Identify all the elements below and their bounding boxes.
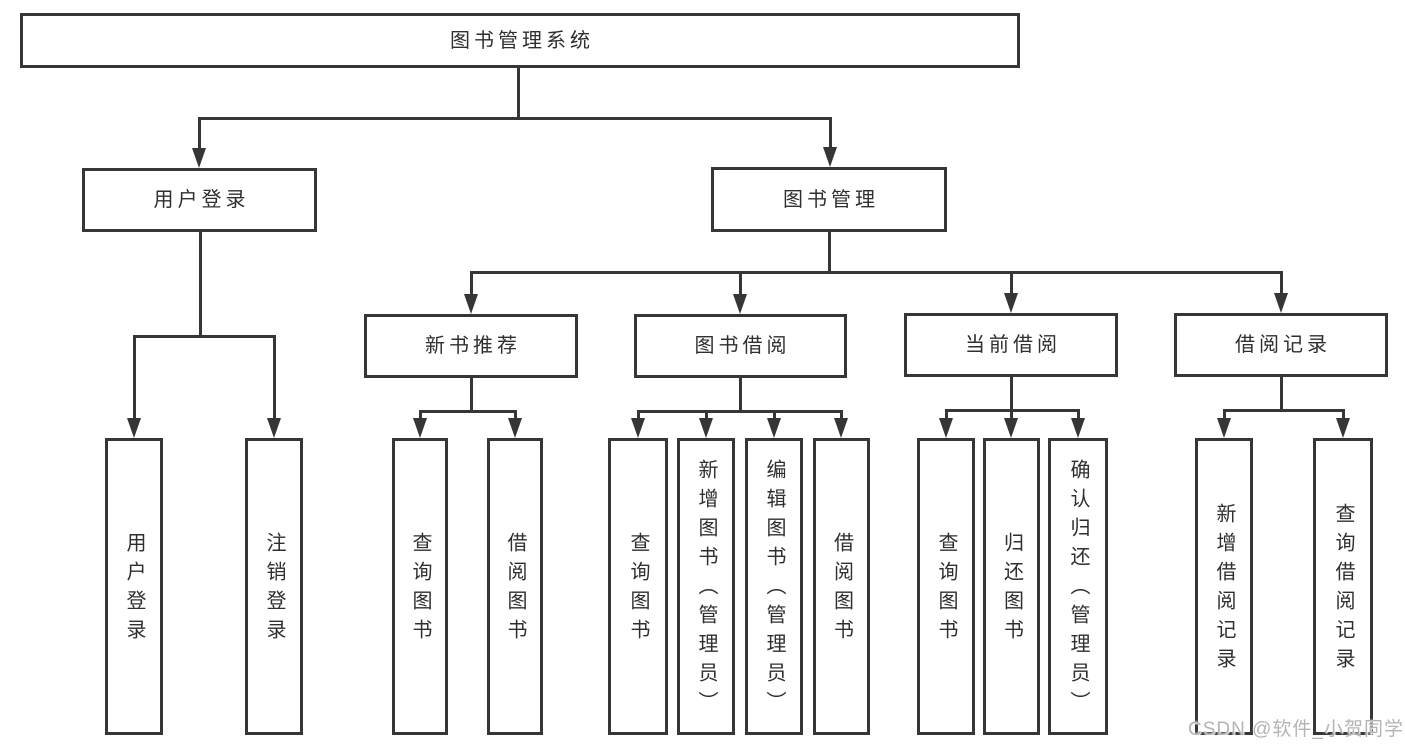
edge-arrow-stem-book-mgmt-1 bbox=[738, 272, 742, 296]
edge-stem-borrow-record bbox=[1279, 377, 1283, 412]
arrowhead-icon-new-book-rec-0 bbox=[412, 418, 427, 438]
leaf-logout: 注销登录 bbox=[245, 438, 303, 735]
arrowhead-icon-book-mgmt-0 bbox=[463, 294, 478, 314]
edge-stem-book-mgmt bbox=[827, 232, 831, 274]
edge-bar-book-borrow bbox=[636, 409, 843, 413]
edge-arrow-stem-book-borrow-1 bbox=[704, 411, 708, 420]
edge-arrow-stem-book-borrow-2 bbox=[772, 411, 776, 420]
leaf-user-login: 用户登录 bbox=[105, 438, 163, 735]
node-label: 借阅图书 bbox=[830, 531, 853, 648]
arrowhead-icon-user-login-0 bbox=[126, 418, 141, 438]
node-label: 当前借阅 bbox=[965, 334, 1061, 356]
node-current-borrowing: 当前借阅 bbox=[904, 313, 1118, 377]
node-label: 查询借阅记录 bbox=[1332, 502, 1354, 677]
arrowhead-icon-current-borrow-2 bbox=[1070, 418, 1085, 438]
node-label: 用户登录 bbox=[123, 531, 145, 648]
edge-stem-user-login bbox=[198, 232, 202, 338]
node-label: 查询图书 bbox=[409, 531, 431, 648]
edge-stem-root bbox=[516, 68, 520, 120]
node-book-management: 图书管理 bbox=[711, 167, 947, 232]
edge-arrow-stem-user-login-0 bbox=[132, 336, 136, 420]
edge-arrow-stem-current-borrow-2 bbox=[1076, 410, 1080, 420]
edge-arrow-stem-current-borrow-0 bbox=[944, 410, 948, 420]
edge-arrow-stem-book-mgmt-3 bbox=[1279, 272, 1283, 295]
edge-bar-root bbox=[197, 116, 832, 120]
leaf-add-borrow-record: 新增借阅记录 bbox=[1195, 438, 1253, 735]
node-label: 新书推荐 bbox=[425, 335, 521, 357]
arrowhead-icon-book-borrow-1 bbox=[698, 418, 713, 438]
arrowhead-icon-borrow-record-0 bbox=[1216, 418, 1231, 438]
edge-bar-book-mgmt bbox=[469, 270, 1283, 274]
node-label: 图书管理 bbox=[783, 188, 879, 211]
node-label: 新增图书（管理员） bbox=[695, 459, 717, 720]
arrowhead-icon-book-mgmt-3 bbox=[1273, 293, 1288, 313]
edge-stem-current-borrow bbox=[1009, 377, 1013, 412]
arrowhead-icon-current-borrow-0 bbox=[938, 418, 953, 438]
node-label: 图书借阅 bbox=[694, 335, 791, 357]
leaf-confirm-return-admin: 确认归还（管理员） bbox=[1048, 438, 1108, 735]
node-label: 新增借阅记录 bbox=[1213, 502, 1235, 677]
edge-arrow-stem-root-1 bbox=[828, 118, 832, 149]
leaf-query-borrow-record: 查询借阅记录 bbox=[1313, 438, 1373, 735]
arrowhead-icon-root-0 bbox=[191, 148, 206, 168]
node-label: 注销登录 bbox=[263, 531, 285, 648]
arrowhead-icon-book-mgmt-2 bbox=[1003, 293, 1018, 313]
node-borrow-records: 借阅记录 bbox=[1174, 313, 1388, 377]
edge-arrow-stem-current-borrow-1 bbox=[1009, 410, 1013, 420]
edge-bar-user-login bbox=[132, 334, 276, 338]
watermark: CSDN @软件_小贺同学 bbox=[1188, 719, 1404, 740]
node-label: 编辑图书（管理员） bbox=[763, 459, 785, 720]
node-user-login: 用户登录 bbox=[82, 168, 317, 232]
edge-bar-borrow-record bbox=[1222, 408, 1345, 412]
edge-arrow-stem-root-0 bbox=[197, 118, 201, 150]
edge-bar-new-book-rec bbox=[418, 409, 517, 413]
node-label: 确认归还（管理员） bbox=[1067, 459, 1089, 720]
leaf-return-books: 归还图书 bbox=[983, 438, 1040, 735]
arrowhead-icon-borrow-record-1 bbox=[1335, 418, 1350, 438]
leaf-borrow-books-recommend: 借阅图书 bbox=[487, 438, 543, 735]
arrowhead-icon-book-mgmt-1 bbox=[732, 294, 747, 314]
leaf-borrow-books: 借阅图书 bbox=[813, 438, 870, 735]
edge-arrow-stem-borrow-record-0 bbox=[1222, 410, 1226, 420]
edge-arrow-stem-new-book-rec-0 bbox=[418, 411, 422, 420]
edge-arrow-stem-book-borrow-0 bbox=[636, 411, 640, 420]
edge-arrow-stem-book-borrow-3 bbox=[839, 411, 843, 420]
edge-arrow-stem-new-book-rec-1 bbox=[513, 411, 517, 420]
node-label: 借阅记录 bbox=[1235, 334, 1331, 356]
node-label: 查询图书 bbox=[935, 531, 957, 648]
node-label: 查询图书 bbox=[627, 531, 649, 648]
node-label: 图书管理系统 bbox=[450, 29, 594, 52]
edge-stem-book-borrow bbox=[738, 378, 742, 413]
arrowhead-icon-book-borrow-0 bbox=[630, 418, 645, 438]
arrowhead-icon-new-book-rec-1 bbox=[507, 418, 522, 438]
node-book-borrowing: 图书借阅 bbox=[634, 314, 847, 378]
edge-arrow-stem-book-mgmt-0 bbox=[469, 272, 473, 296]
leaf-query-books-current: 查询图书 bbox=[917, 438, 975, 735]
leaf-query-books-borrowing: 查询图书 bbox=[608, 438, 668, 735]
edge-arrow-stem-user-login-1 bbox=[272, 336, 276, 420]
node-label: 借阅图书 bbox=[504, 531, 526, 648]
node-library-management-system: 图书管理系统 bbox=[20, 13, 1020, 68]
arrowhead-icon-current-borrow-1 bbox=[1003, 418, 1018, 438]
edge-arrow-stem-book-mgmt-2 bbox=[1009, 272, 1013, 295]
leaf-query-books-recommend: 查询图书 bbox=[392, 438, 448, 735]
arrowhead-icon-root-1 bbox=[822, 147, 837, 167]
leaf-add-books-admin: 新增图书（管理员） bbox=[677, 438, 735, 735]
node-new-book-recommend: 新书推荐 bbox=[364, 314, 578, 378]
arrowhead-icon-book-borrow-2 bbox=[766, 418, 781, 438]
node-label: 用户登录 bbox=[153, 189, 250, 211]
node-label: 归还图书 bbox=[1000, 531, 1023, 648]
edge-arrow-stem-borrow-record-1 bbox=[1341, 410, 1345, 420]
leaf-edit-books-admin: 编辑图书（管理员） bbox=[745, 438, 803, 735]
edge-stem-new-book-rec bbox=[469, 378, 473, 413]
arrowhead-icon-user-login-1 bbox=[266, 418, 281, 438]
arrowhead-icon-book-borrow-3 bbox=[833, 418, 848, 438]
